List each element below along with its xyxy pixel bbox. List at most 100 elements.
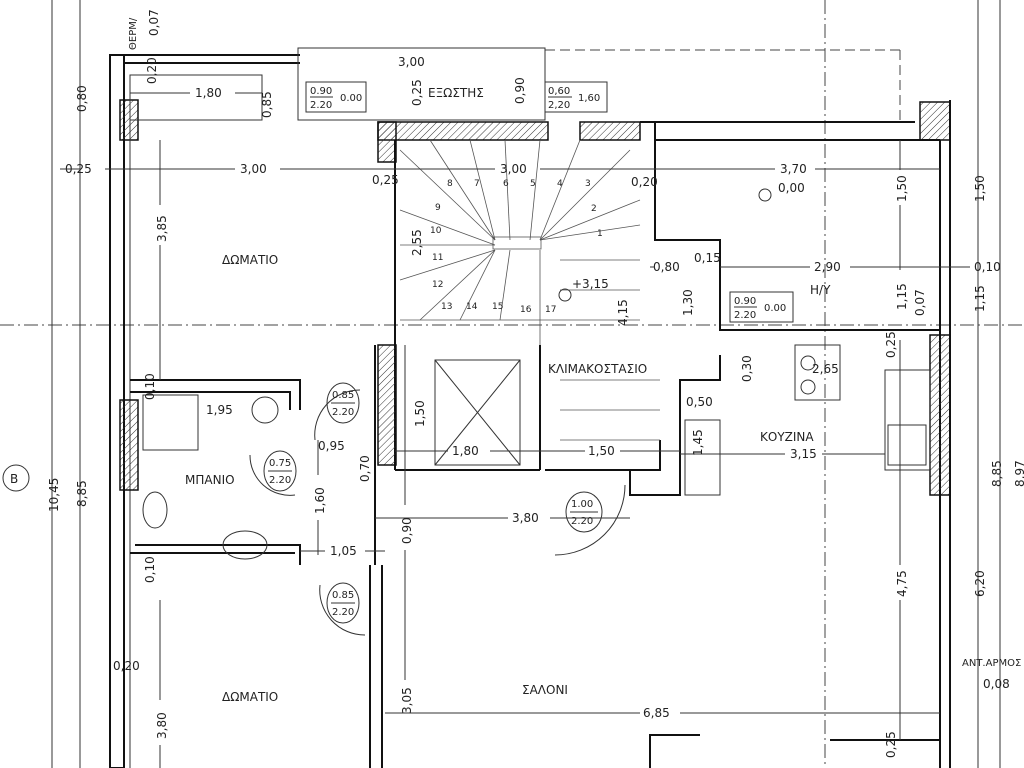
- dim-h: 1,95: [206, 403, 233, 417]
- dim-h: 3,00: [500, 162, 527, 176]
- step-number: 13: [441, 302, 452, 312]
- dim-v: 0,10: [143, 556, 157, 583]
- vertical-dimensions: 0,80 0,07 0,20 0,85 0,25 0,90 3,85 2,55 …: [47, 9, 1024, 768]
- svg-text:1.00: 1.00: [571, 499, 593, 510]
- dim-v: 1,50: [973, 175, 987, 202]
- step-number: 15: [492, 302, 503, 312]
- dim-h: 6,85: [643, 706, 670, 720]
- dim-v: 0,07: [913, 289, 927, 316]
- dim-h: 2,90: [814, 260, 841, 274]
- svg-text:1,60: 1,60: [578, 93, 600, 104]
- dim-v: 0,25: [884, 331, 898, 358]
- door-tag: 0.85 2.20: [326, 582, 360, 624]
- room-labels: ΔΩΜΑΤΙΟ ΔΩΜΑΤΙΟ ΜΠΑΝΙΟ ΚΛΙΜΑΚΟΣΤΑΣΙΟ ΚΟΥ…: [2, 17, 1021, 704]
- room-kitchen: ΚΟΥΖΙΝΑ: [760, 430, 814, 444]
- dim-h: 1,05: [330, 544, 357, 558]
- door-tag: 0.85 2.20: [326, 382, 360, 424]
- room-bedroom-bottom: ΔΩΜΑΤΙΟ: [222, 690, 278, 704]
- dim-h: 0,50: [686, 395, 713, 409]
- grid-bubble-label: B: [10, 472, 18, 486]
- dim-h: 0,20: [631, 175, 658, 189]
- room-bedroom-top: ΔΩΜΑΤΙΟ: [222, 253, 278, 267]
- grid-bubble: [2, 464, 30, 492]
- step-number: 12: [432, 280, 443, 290]
- dim-v: 1,50: [413, 400, 427, 427]
- thermal-note: ΘΕΡΜ/: [128, 17, 139, 50]
- dim-v: 4,15: [616, 299, 630, 326]
- svg-text:0,60: 0,60: [548, 86, 570, 97]
- dim-v: 0,90: [400, 517, 414, 544]
- room-balcony: ΕΞΩΣΤΗΣ: [428, 86, 484, 100]
- dim-v: 3,80: [155, 712, 169, 739]
- dim-h: 1,50: [588, 444, 615, 458]
- dim-h: 3,15: [790, 447, 817, 461]
- svg-text:0.85: 0.85: [332, 590, 354, 601]
- dim-v: 1,15: [973, 285, 987, 312]
- dim-v: 0,20: [145, 57, 159, 84]
- room-bathroom: ΜΠΑΝΙΟ: [185, 473, 235, 487]
- door-tag: 1.00 2.20: [565, 491, 603, 533]
- svg-text:0.00: 0.00: [764, 303, 786, 314]
- dim-v: 0,80: [75, 85, 89, 112]
- dim-h: 0,80: [653, 260, 680, 274]
- window-tag: 0.90 2.20 0.00: [305, 81, 367, 113]
- dim-v: 3,05: [400, 687, 414, 714]
- svg-text:2.20: 2.20: [310, 100, 332, 111]
- walls: [109, 47, 951, 768]
- dim-v: 1,15: [895, 283, 909, 310]
- dim-h: 0,95: [318, 439, 345, 453]
- dim-v: 8,85: [990, 460, 1004, 487]
- door-tag: 0.90 2.20 0.00: [729, 291, 794, 323]
- dim-v: 0,90: [513, 77, 527, 104]
- dim-v: 3,85: [155, 215, 169, 242]
- svg-text:2.20: 2.20: [332, 607, 354, 618]
- step-number: 6: [503, 179, 509, 189]
- dim-v: 1,45: [691, 429, 705, 456]
- dim-v: 4,75: [895, 570, 909, 597]
- room-staircase: ΚΛΙΜΑΚΟΣΤΑΣΙΟ: [548, 362, 647, 376]
- dim-h: 3,00: [240, 162, 267, 176]
- horizontal-dimensions: 1,80 3,00 3,00 0,25 0,25 3,00 0,20 3,70 …: [60, 55, 1010, 720]
- dim-v: 0,85: [260, 91, 274, 118]
- step-number: 7: [474, 179, 480, 189]
- dim-h: 1,80: [452, 444, 479, 458]
- dim-v: 2,55: [410, 229, 424, 256]
- svg-text:0.00: 0.00: [340, 93, 362, 104]
- dim-h: 0,10: [974, 260, 1001, 274]
- dim-h: 0,25: [372, 173, 399, 187]
- dim-v: 0,25: [410, 79, 424, 106]
- room-living: ΣΑΛΟΝΙ: [522, 683, 568, 697]
- dim-v: 8,97: [1013, 460, 1024, 487]
- dim-h: 0,08: [983, 677, 1010, 691]
- dim-v: 1,50: [895, 175, 909, 202]
- step-number: 10: [430, 226, 442, 236]
- step-number: 17: [545, 305, 556, 315]
- dim-v: 0,07: [147, 9, 161, 36]
- step-number: 1: [597, 229, 603, 239]
- svg-text:2.20: 2.20: [571, 516, 593, 527]
- dim-h: 3,70: [780, 162, 807, 176]
- expansion-joint-note: ΑΝΤ.ΑΡΜΟΣ: [962, 658, 1021, 669]
- door-tag: 0.75 2.20: [263, 450, 297, 492]
- dim-v: 0,25: [884, 731, 898, 758]
- window-tag: 0,60 2,20 1,60: [544, 81, 608, 113]
- dim-h: 0,15: [694, 251, 721, 265]
- level-terrace: 0,00: [778, 181, 805, 195]
- step-number: 8: [447, 179, 453, 189]
- svg-text:2,20: 2,20: [548, 100, 570, 111]
- step-number: 3: [585, 179, 591, 189]
- step-number: 9: [435, 203, 441, 213]
- dim-v: 0,70: [358, 455, 372, 482]
- dim-v: 1,30: [681, 289, 695, 316]
- stair-step-numbers: 1 2 3 4 5 6 7 8 9 10 11 12 13 14 15 16 1…: [430, 179, 603, 315]
- step-number: 16: [520, 305, 532, 315]
- dim-h: 2,65: [812, 362, 839, 376]
- opening-tags: 0.90 2.20 0.00 0,60 2,20 1,60 0.90 2.20 …: [263, 81, 794, 624]
- svg-text:0.90: 0.90: [310, 86, 332, 97]
- svg-text:2.20: 2.20: [734, 310, 756, 321]
- dim-h: 0,20: [113, 659, 140, 673]
- svg-text:0.75: 0.75: [269, 458, 291, 469]
- dim-v: 0,30: [740, 355, 754, 382]
- svg-text:0.90: 0.90: [734, 296, 756, 307]
